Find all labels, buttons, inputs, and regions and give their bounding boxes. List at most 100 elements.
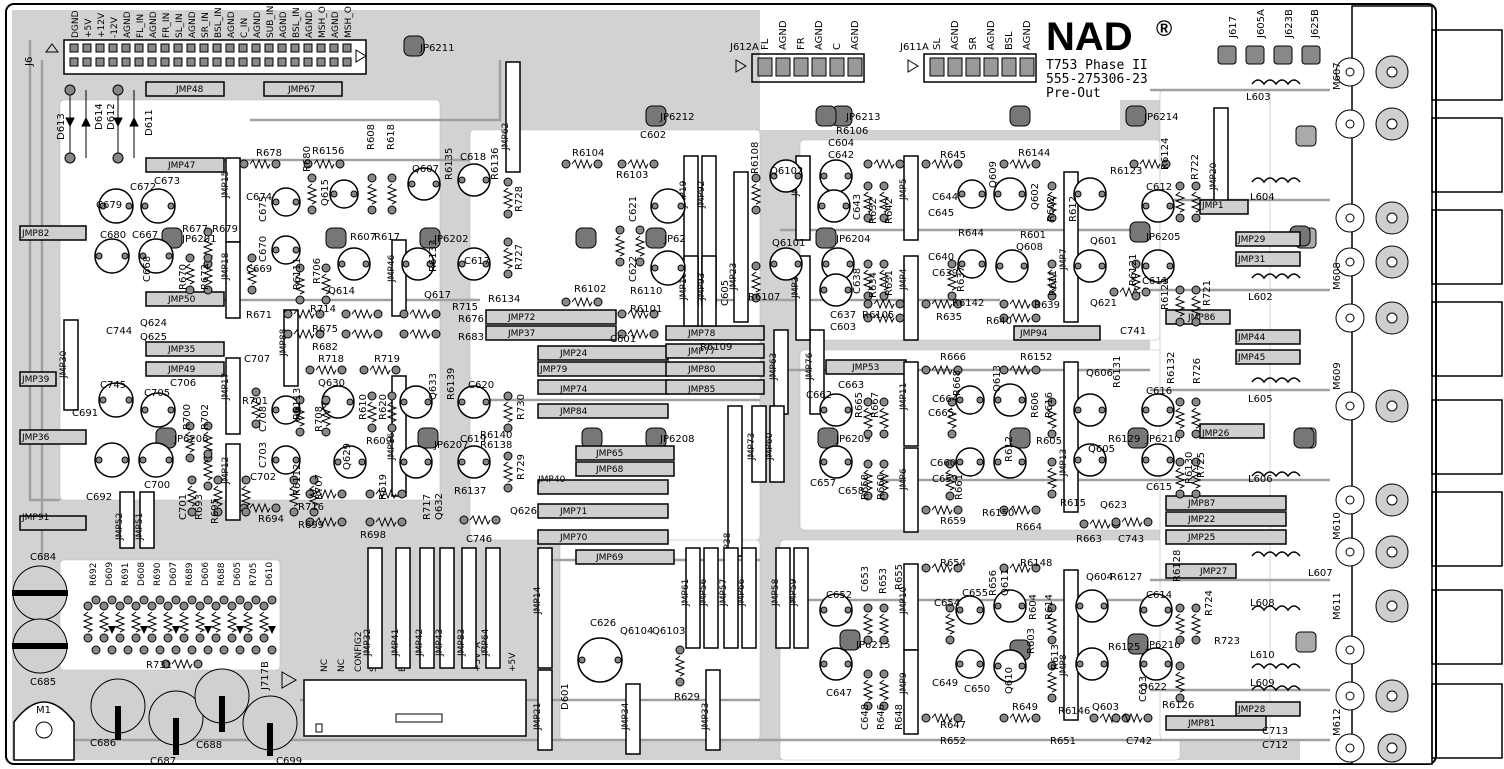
pad: [272, 406, 280, 414]
pad: [211, 601, 221, 611]
header-pin: [303, 57, 313, 67]
pad: [503, 269, 513, 279]
transistor-body: [1141, 393, 1175, 427]
jumper-body: [1165, 529, 1287, 545]
jumper-body: [283, 309, 299, 387]
pad: [491, 515, 501, 525]
jumper-label: JMP30: [59, 350, 69, 379]
pad: [503, 451, 513, 461]
component-label: C743: [1118, 534, 1144, 545]
pad: [203, 595, 213, 605]
pad: [203, 449, 213, 459]
component-label: R639: [1034, 300, 1060, 311]
pad: [402, 260, 410, 268]
pad: [167, 202, 175, 210]
jumper-body: [537, 669, 553, 751]
pad: [251, 419, 261, 429]
rca-labels: M607 M608 M609 M610 M611 M612: [1332, 62, 1343, 736]
test-point-label: JP6210: [1145, 434, 1180, 445]
pad: [187, 595, 197, 605]
pad: [213, 507, 223, 517]
pad: [879, 397, 889, 407]
component-label: R719: [374, 354, 400, 365]
pad: [617, 329, 627, 339]
pad: [350, 190, 358, 198]
pin-label: NC: [337, 659, 347, 672]
pad: [863, 159, 873, 169]
pad: [593, 159, 603, 169]
pad: [203, 421, 213, 431]
pad: [635, 257, 645, 267]
pad: [1164, 660, 1172, 668]
component-label: R679: [212, 224, 238, 235]
component-label: Q621: [1090, 298, 1117, 309]
component-label: R667: [870, 392, 881, 418]
jumper-label: JMP42: [415, 629, 425, 657]
model-label: T753 Phase II: [1046, 58, 1148, 73]
pad: [879, 259, 889, 269]
jumper-body: [19, 429, 87, 445]
jumper-body: [1199, 423, 1265, 439]
jumper-label: JMP77: [687, 347, 715, 357]
jumper-label: JMP12: [221, 457, 231, 485]
pad: [945, 603, 955, 613]
test-point-pad: [1129, 221, 1151, 243]
pad: [482, 176, 490, 184]
pad: [1018, 602, 1026, 610]
pad: [751, 293, 761, 303]
pad: [1191, 489, 1201, 499]
jack-label: J623B: [1284, 9, 1295, 39]
pad: [794, 172, 802, 180]
pad: [1031, 505, 1041, 515]
component-label: R6135: [444, 148, 455, 180]
transistor-body: [94, 442, 130, 478]
component-label: Q606: [1086, 368, 1113, 379]
transistor-body: [98, 382, 134, 418]
pad: [921, 159, 931, 169]
pad: [139, 595, 149, 605]
pad: [820, 458, 828, 466]
component-label: Q615: [320, 179, 331, 206]
pad: [953, 505, 963, 515]
pad: [338, 260, 346, 268]
pad: [482, 260, 490, 268]
pad: [879, 459, 889, 469]
jumper-label: JMP83: [457, 629, 467, 657]
jumper-body: [145, 361, 225, 377]
pad: [921, 713, 931, 723]
test-point-label: JP6207: [433, 440, 468, 451]
jumper-label: JMP56: [699, 578, 709, 607]
component-label: R6138: [480, 440, 512, 451]
pad: [1089, 713, 1099, 723]
pad: [391, 365, 401, 375]
component-label: R6110: [630, 286, 662, 297]
pad: [458, 176, 466, 184]
jumper-label: JMP49: [167, 365, 196, 375]
jumper-body: [775, 547, 791, 649]
pad: [956, 606, 964, 614]
pad: [259, 633, 269, 643]
diode-glyph: [108, 626, 116, 634]
jumper-body: [485, 325, 617, 341]
pad: [139, 645, 149, 655]
pad: [677, 202, 685, 210]
pad: [863, 635, 873, 645]
jumper-label: JMP48: [175, 85, 204, 95]
pad: [307, 173, 317, 183]
component-label: C654: [934, 598, 960, 609]
jumper-body: [809, 329, 825, 415]
pad: [751, 261, 761, 271]
pad: [147, 633, 157, 643]
pad: [1020, 262, 1028, 270]
pad: [751, 205, 761, 215]
pad: [1166, 262, 1174, 270]
test-point-label: JP6204: [835, 234, 870, 245]
transistor-body: [955, 595, 985, 625]
jumper-label: JMP62: [501, 123, 511, 151]
pin-label: FR: [796, 37, 807, 50]
component-label: R652: [940, 736, 966, 747]
component-label: C611: [1142, 276, 1168, 287]
jumper-body: [575, 461, 675, 477]
component-label: C665: [928, 408, 954, 419]
inductor-coil: [1251, 377, 1301, 384]
